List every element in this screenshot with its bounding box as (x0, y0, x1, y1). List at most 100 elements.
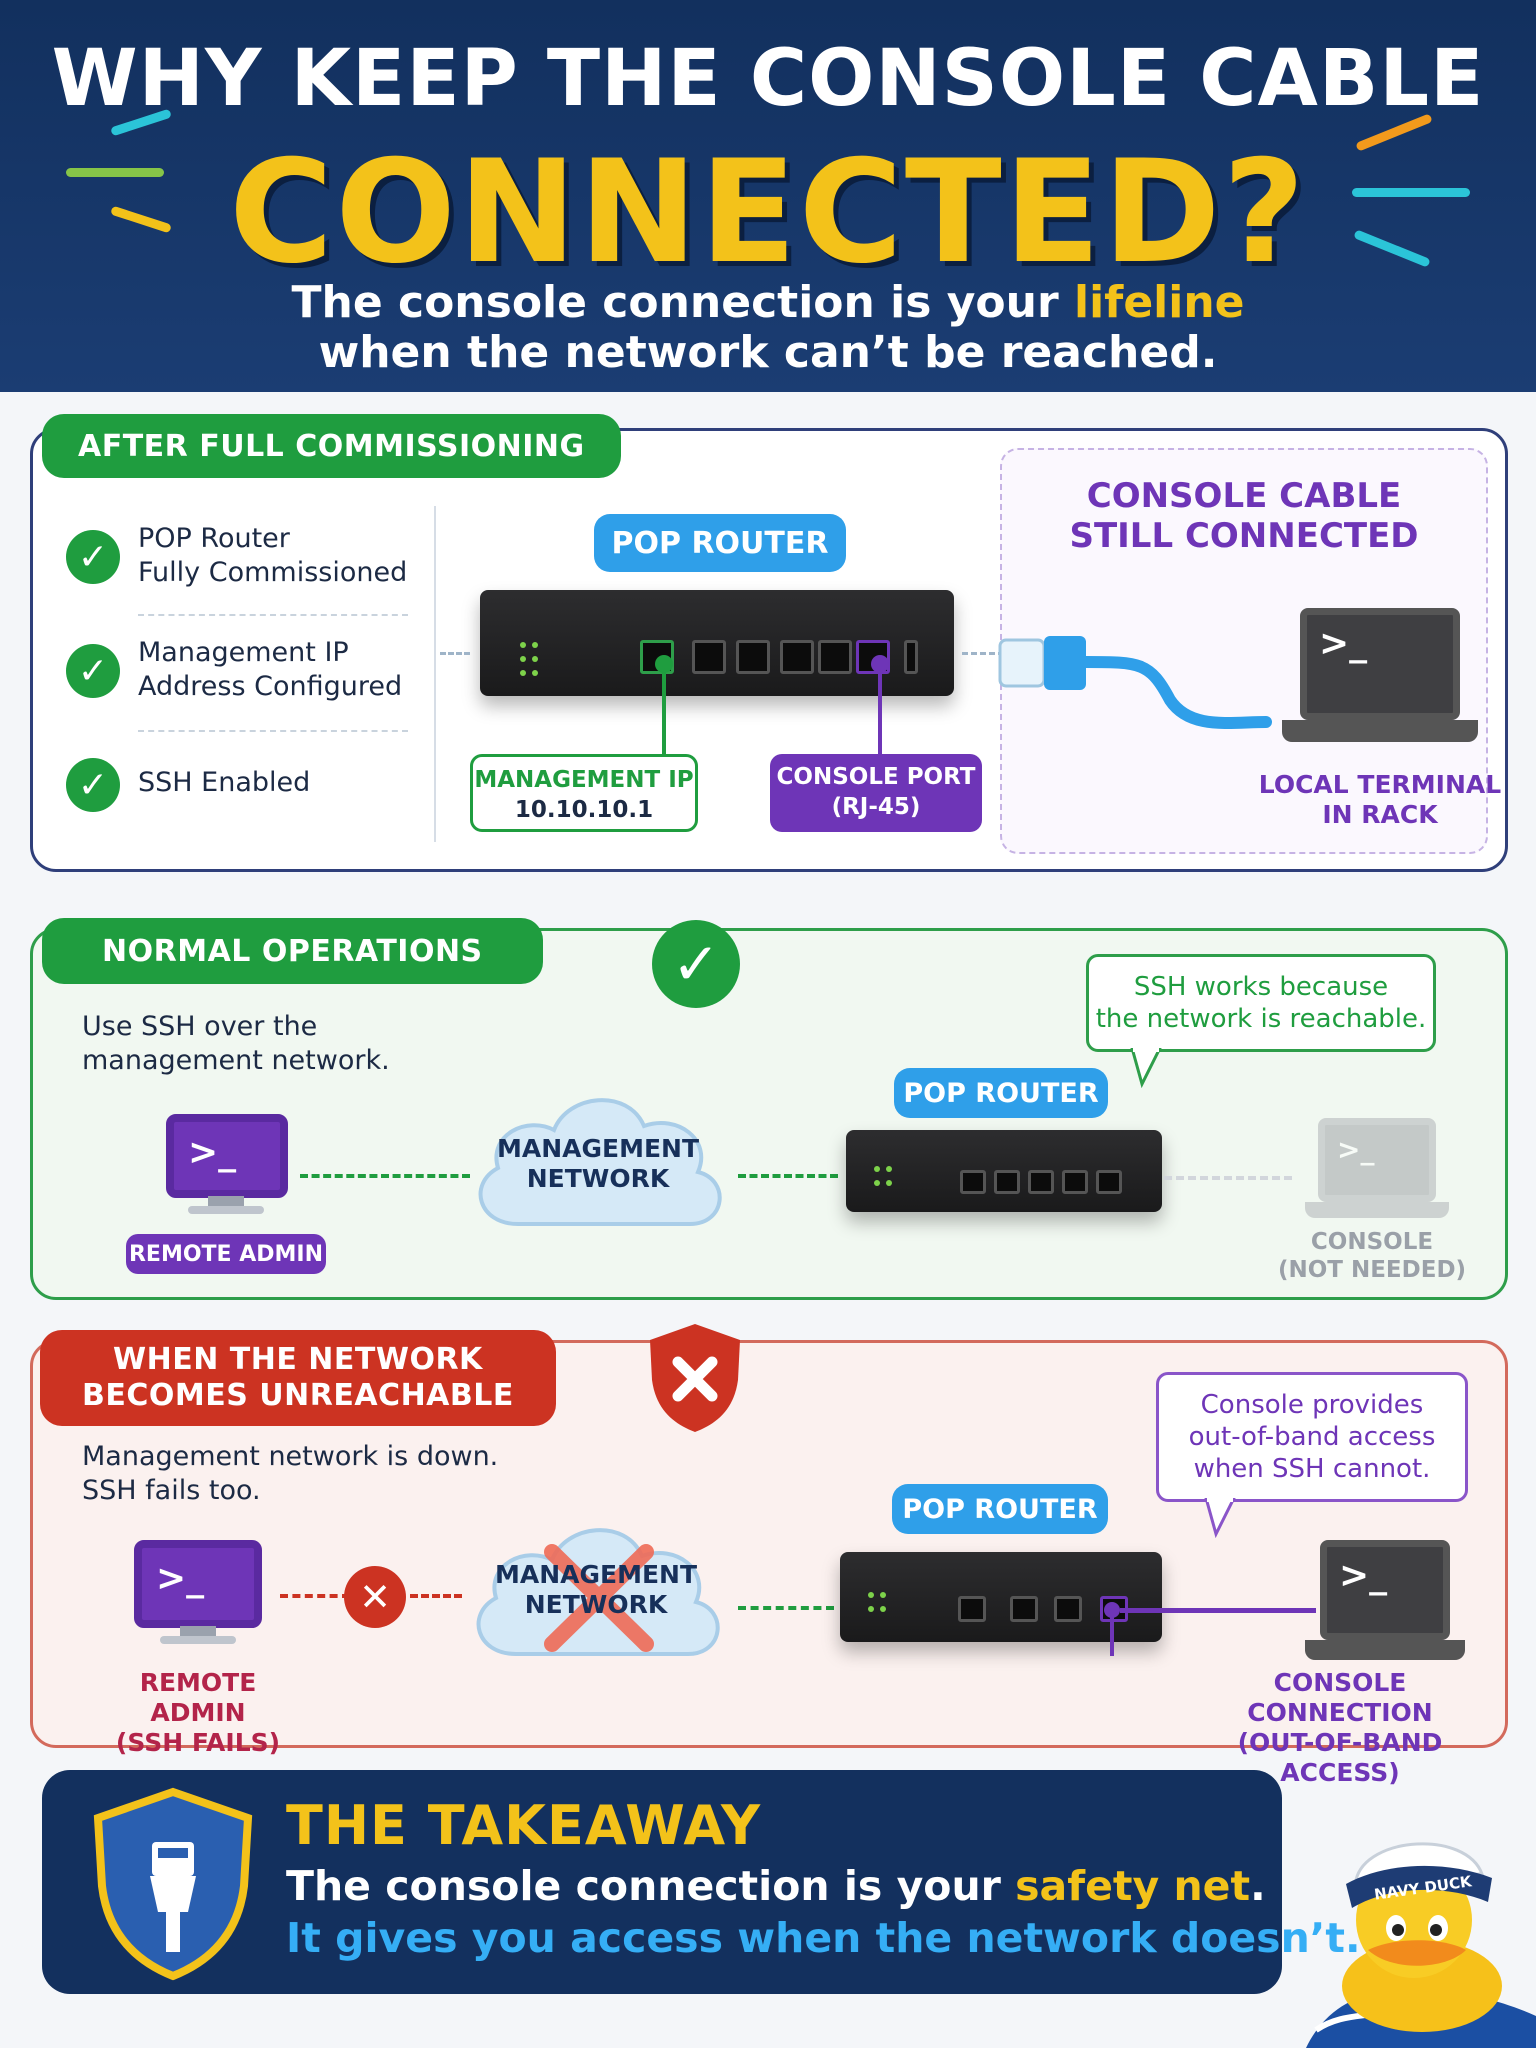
decor-dash (1352, 188, 1470, 197)
normal-desc: Use SSH over the management network. (82, 1010, 390, 1078)
console-cable (998, 636, 1272, 729)
divider (138, 730, 408, 732)
management-ip-box: MANAGEMENT IP 10.10.10.1 (470, 754, 698, 832)
callout-line2: the network is reachable. (1095, 1004, 1427, 1034)
terminal-label-line2: IN RACK (1322, 800, 1438, 829)
router-label: POP ROUTER (594, 514, 846, 572)
check-icon: ✓ (66, 644, 120, 698)
normal-desc-line2: management network. (82, 1045, 390, 1076)
local-terminal-laptop: >_ (1282, 608, 1478, 742)
console-laptop-faded: >_ (1305, 1118, 1449, 1218)
remote-admin-label: REMOTE ADMIN (126, 1234, 326, 1274)
management-ip-label: MANAGEMENT IP (474, 767, 694, 793)
broken-link-dash (410, 1594, 462, 1598)
cable-title-line2: STILL CONNECTED (1069, 516, 1419, 556)
divider (138, 614, 408, 616)
management-network-down-label: MANAGEMENT NETWORK (456, 1560, 736, 1620)
unreachable-desc-line2: SSH fails too. (82, 1475, 261, 1506)
banner-line2: BECOMES UNREACHABLE (82, 1378, 514, 1413)
cloud-label-line1: MANAGEMENT (494, 1560, 698, 1589)
monitor-stand (180, 1626, 216, 1638)
link-dash (738, 1606, 834, 1610)
check-item-3: SSH Enabled (138, 767, 311, 798)
terminal-screen: >_ (1320, 1540, 1450, 1640)
takeaway-highlight: safety net (1015, 1862, 1251, 1910)
takeaway-line1: The console connection is your safety ne… (286, 1862, 1266, 1910)
unreachable-desc-line1: Management network is down. (82, 1441, 499, 1472)
cloud-label-line2: NETWORK (524, 1590, 668, 1619)
monitor-base (160, 1636, 236, 1644)
check-item-1-line1: POP Router (138, 523, 290, 554)
pop-router (840, 1552, 1162, 1642)
router-label: POP ROUTER (894, 1068, 1108, 1118)
takeaway-box (42, 1770, 1282, 1994)
router-label: POP ROUTER (892, 1484, 1108, 1534)
link-dash (738, 1174, 838, 1178)
title-line-2: CONNECTED? (229, 130, 1307, 295)
unreachable-desc: Management network is down. SSH fails to… (82, 1440, 498, 1508)
callout-tail (1130, 1048, 1162, 1088)
console-label-line2: (NOT NEEDED) (1277, 1257, 1467, 1283)
takeaway-line1-b: . (1250, 1862, 1266, 1910)
remote-admin-fails-label: REMOTE ADMIN (SSH FAILS) (90, 1668, 306, 1758)
title-line-1: WHY KEEP THE CONSOLE CABLE (51, 34, 1485, 124)
takeaway-title: THE TAKEAWAY (286, 1794, 762, 1857)
check-item-2-line1: Management IP (138, 637, 349, 668)
decor-dash (66, 168, 164, 177)
console-connection-label: CONSOLE CONNECTION (OUT-OF-BAND ACCESS) (1184, 1668, 1496, 1788)
out-of-band-callout: Console provides out-of-band access when… (1156, 1372, 1468, 1502)
console-not-needed-label: CONSOLE (NOT NEEDED) (1262, 1228, 1482, 1284)
management-network-down-cloud (476, 1528, 720, 1656)
console-port-box: CONSOLE PORT (RJ-45) (770, 754, 982, 832)
terminal-screen: >_ (1318, 1118, 1436, 1202)
console-dot (1104, 1602, 1120, 1618)
header-banner (0, 0, 1536, 392)
check-item-1-line2: Fully Commissioned (138, 557, 408, 588)
pop-router (846, 1130, 1162, 1212)
remote-admin-monitor: >_ (134, 1540, 262, 1628)
navy-duck-mascot: NAVY DUCK (1306, 1842, 1536, 2048)
callout-line3: when SSH cannot. (1193, 1454, 1431, 1484)
callout-line1: SSH works because (1133, 972, 1389, 1002)
check-item-2: Management IP Address Configured (138, 636, 402, 704)
mgmt-dot (655, 655, 673, 673)
management-ip-value: 10.10.10.1 (514, 797, 654, 823)
console-port-label: CONSOLE PORT (776, 764, 976, 790)
local-terminal-label: LOCAL TERMINAL IN RACK (1250, 770, 1510, 830)
admin-fail-line2: (SSH FAILS) (115, 1728, 281, 1757)
banner-after-commissioning: AFTER FULL COMMISSIONING (42, 414, 621, 478)
banner-network-unreachable: WHEN THE NETWORK BECOMES UNREACHABLE (40, 1330, 556, 1426)
dash-connector (440, 652, 470, 655)
ssh-works-callout: SSH works because the network is reachab… (1086, 954, 1436, 1052)
unused-dash (1164, 1176, 1292, 1180)
takeaway-line1-a: The console connection is your (286, 1862, 1016, 1910)
divider (434, 506, 436, 842)
check-item-2-line2: Address Configured (138, 671, 403, 702)
link-dash (300, 1174, 470, 1178)
admin-fail-line1: REMOTE ADMIN (139, 1668, 257, 1727)
check-icon: ✓ (66, 758, 120, 812)
terminal-label-line1: LOCAL TERMINAL (1258, 770, 1502, 799)
console-cable-title: CONSOLE CABLE STILL CONNECTED (1000, 476, 1488, 556)
dash-connector (962, 652, 1004, 655)
check-icon: ✓ (66, 530, 120, 584)
callout-line1: Console provides (1200, 1390, 1424, 1420)
takeaway-line2: It gives you access when the network doe… (286, 1914, 1361, 1962)
console-connection-line1: CONSOLE CONNECTION (1247, 1668, 1433, 1727)
console-connection-line2: (OUT-OF-BAND ACCESS) (1237, 1728, 1443, 1787)
subtitle-part-b: when the network can’t be reached. (318, 327, 1218, 378)
callout-line2: out-of-band access (1188, 1422, 1436, 1452)
management-network-label: MANAGEMENT NETWORK (458, 1134, 738, 1194)
banner-normal-operations: NORMAL OPERATIONS (42, 918, 543, 984)
console-dot (871, 655, 889, 673)
callout-tail (1204, 1498, 1236, 1538)
subtitle: The console connection is your lifeline … (0, 278, 1536, 378)
console-label-line1: CONSOLE (1310, 1229, 1434, 1255)
ok-check-icon: ✓ (652, 920, 740, 1008)
normal-desc-line1: Use SSH over the (82, 1011, 318, 1042)
monitor-stand (208, 1196, 244, 1208)
console-cable-drop (1110, 1616, 1114, 1656)
mgmt-line (662, 660, 666, 756)
cloud-label-line2: NETWORK (526, 1164, 670, 1193)
fail-x-icon: ✕ (344, 1566, 406, 1628)
